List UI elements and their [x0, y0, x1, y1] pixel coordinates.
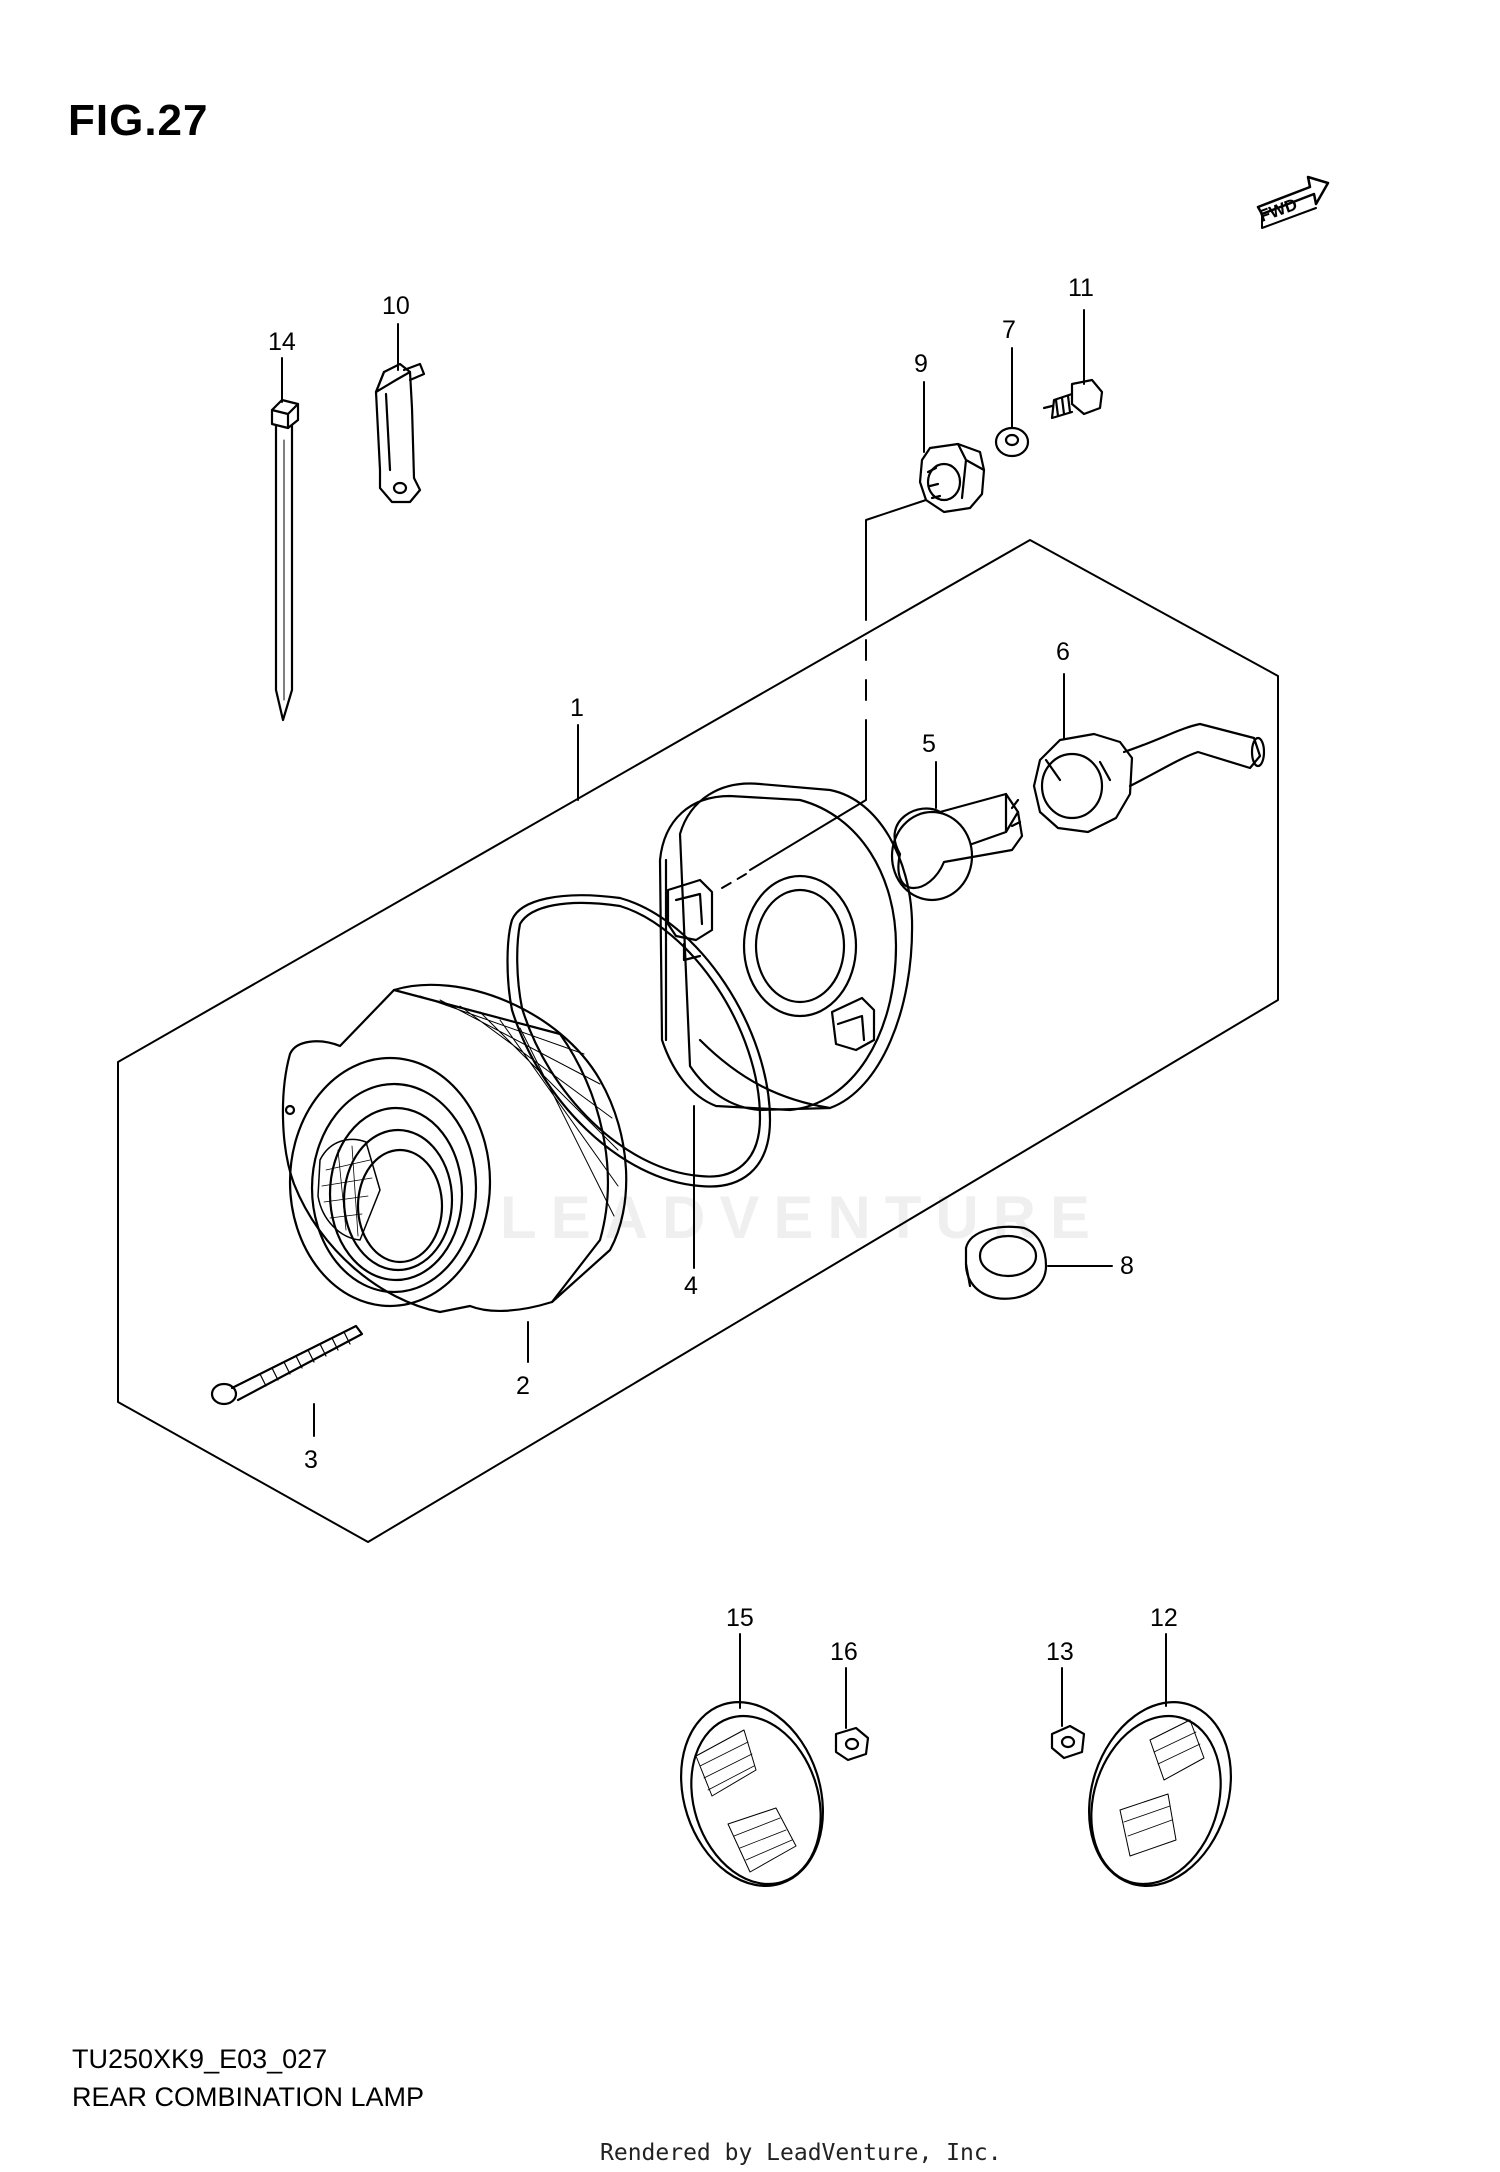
- drawing-caption: REAR COMBINATION LAMP: [72, 2082, 425, 2112]
- callout-7: 7: [1002, 316, 1016, 344]
- grommet-leader-line: [749, 499, 927, 871]
- washer-part: [994, 426, 1030, 458]
- watermark-text: LEADVENTURE: [500, 1184, 1104, 1251]
- figure-title: FIG.27: [68, 96, 209, 145]
- grommet-8-part: [964, 1225, 1048, 1300]
- callout-1: 1: [570, 694, 584, 722]
- callout-5: 5: [922, 730, 936, 758]
- callout-8: 8: [1120, 1252, 1134, 1280]
- cable-tie-part: [270, 398, 300, 722]
- callout-11: 11: [1068, 274, 1094, 302]
- grommet-9-part: [918, 442, 986, 514]
- render-footer: Rendered by LeadVenture, Inc.: [600, 2140, 1002, 2166]
- callout-15: 15: [726, 1604, 754, 1632]
- drawing-code: TU250XK9_E03_027: [72, 2044, 328, 2074]
- callout-10: 10: [382, 292, 410, 320]
- leader-lines: [281, 309, 1167, 1729]
- callout-4: 4: [684, 1272, 698, 1300]
- callout-2: 2: [516, 1372, 530, 1400]
- callout-14: 14: [268, 328, 296, 356]
- callout-9: 9: [914, 350, 928, 378]
- lamp-housing-part: [658, 782, 914, 1112]
- reflector-12-part: [1088, 1701, 1232, 1887]
- wire-clamp-part: [374, 362, 426, 504]
- long-screw-part: [210, 1324, 364, 1406]
- callout-6: 6: [1056, 638, 1070, 666]
- callout-16: 16: [830, 1638, 858, 1666]
- fwd-arrow-icon: FWD: [1256, 175, 1330, 229]
- socket-wire-part: [1032, 722, 1266, 834]
- callout-12: 12: [1150, 1604, 1178, 1632]
- bulb-part: [890, 792, 1024, 902]
- screw-11-part: [1042, 378, 1104, 420]
- reflector-15-part: [680, 1701, 824, 1887]
- nut-16-part: [834, 1726, 870, 1762]
- callout-3: 3: [304, 1446, 318, 1474]
- callout-13: 13: [1046, 1638, 1074, 1666]
- assembly-box: [117, 539, 1279, 1543]
- lens-part: [281, 983, 628, 1314]
- nut-13-part: [1050, 1724, 1086, 1760]
